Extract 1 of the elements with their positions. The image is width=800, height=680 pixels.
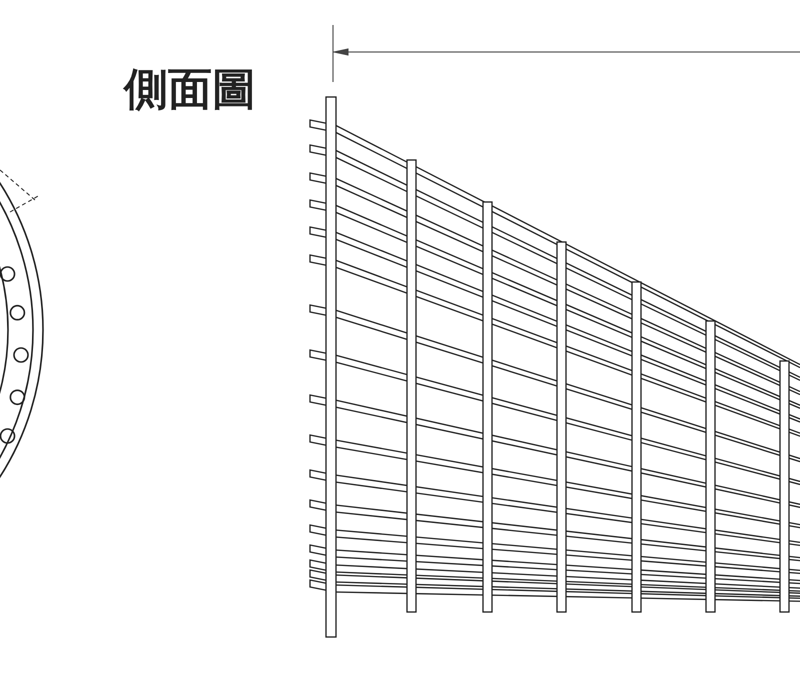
title: 側面圖 [124,63,256,117]
